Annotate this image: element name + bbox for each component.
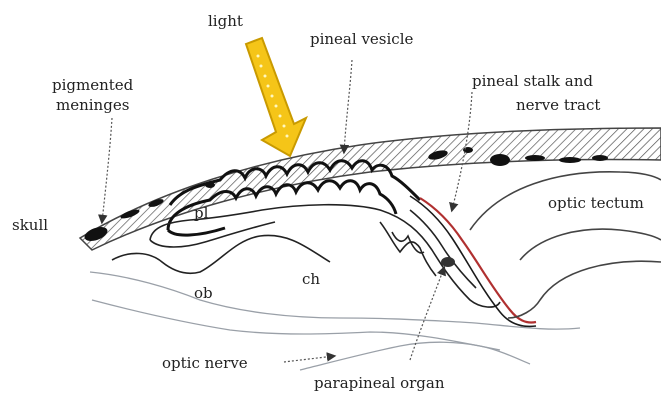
label-pineal-stalk: pineal stalk and [472,72,593,90]
label-pigmented: pigmented [52,76,134,94]
label-skull: skull [12,216,48,234]
label-ch: ch [302,270,320,288]
label-pl: pl [194,204,209,222]
light-arrow [246,38,306,156]
label-optic-tectum: optic tectum [548,194,644,212]
label-meninges: meninges [56,96,129,114]
label-optic-nerve: optic nerve [162,354,248,372]
label-ob: ob [194,284,213,302]
label-parapineal-organ: parapineal organ [314,374,445,392]
label-nerve-tract: nerve tract [516,96,600,114]
label-pineal-vesicle: pineal vesicle [310,30,413,48]
label-light: light [208,12,243,30]
parapineal-organ [441,257,455,267]
pineal-stalk [420,198,536,323]
